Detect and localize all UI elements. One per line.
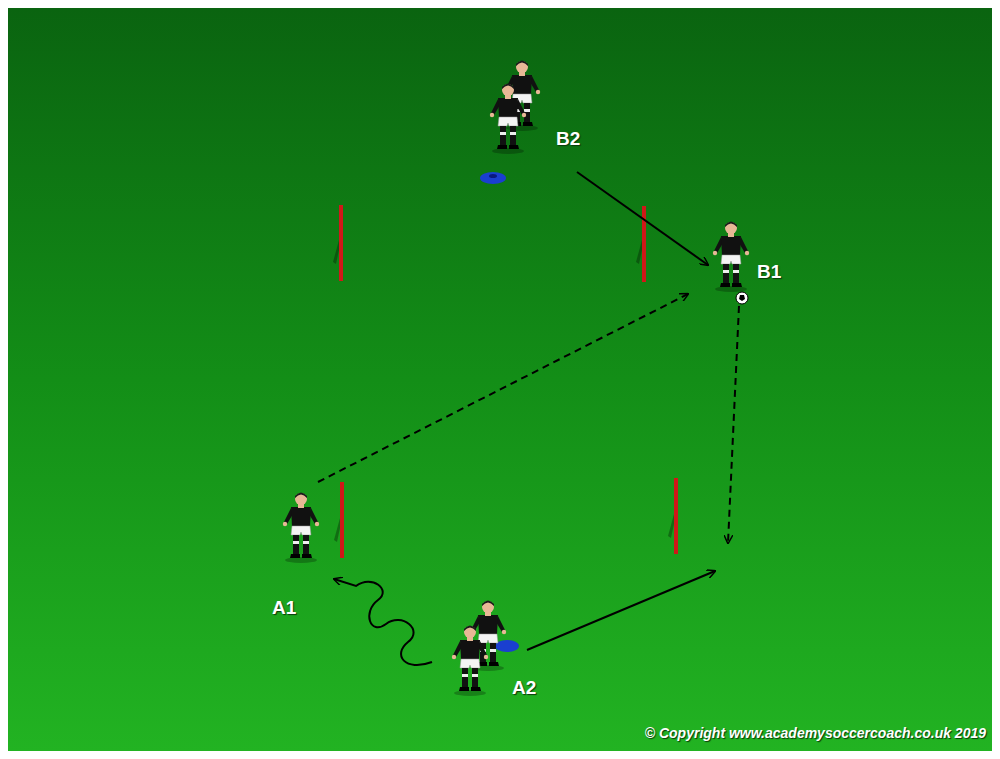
player-label: B1 <box>757 261 781 283</box>
copyright-note: © Copyright www.academysoccercoach.co.uk… <box>645 725 986 741</box>
player-label: B2 <box>556 128 580 150</box>
player-label: A1 <box>272 597 296 619</box>
pitch-illustration <box>8 8 992 751</box>
player-label: A2 <box>512 677 536 699</box>
